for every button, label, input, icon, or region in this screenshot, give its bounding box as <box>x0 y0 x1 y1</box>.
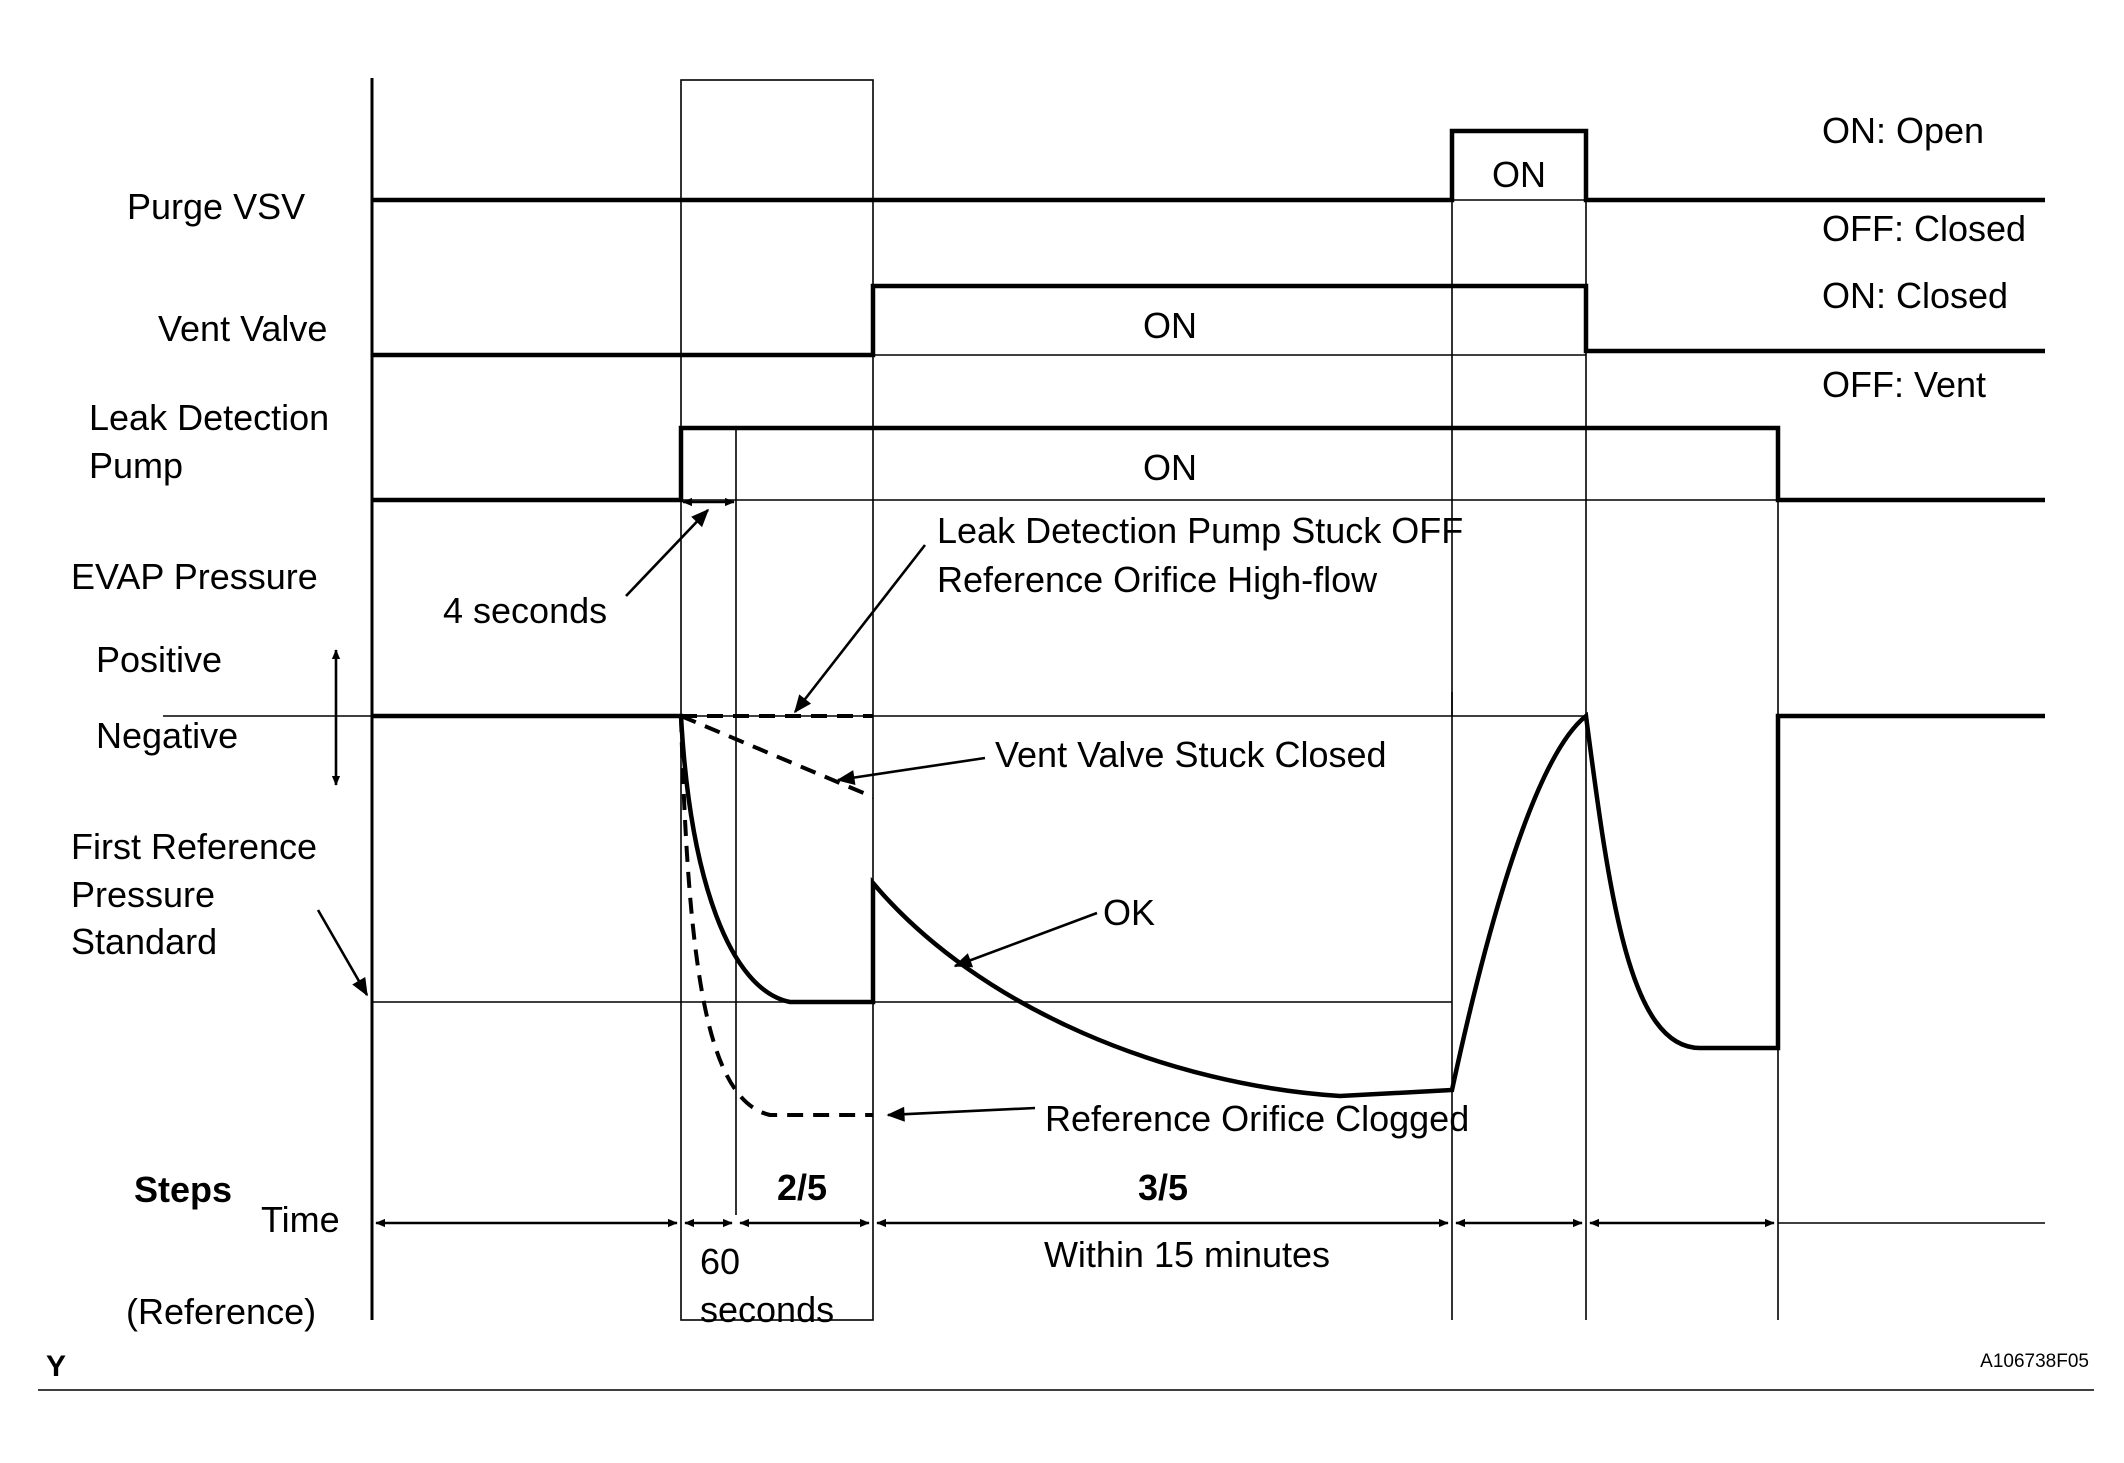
vent-valve-label: Vent Valve <box>158 308 327 349</box>
first-ref-label-line1: First Reference <box>71 826 317 867</box>
step-3-label: 3/5 <box>1138 1167 1188 1208</box>
evap-pressure-label: EVAP Pressure <box>71 556 318 597</box>
evap-pressure-ok-curve <box>372 711 2045 1099</box>
pump-stuck-text-line2: Reference Orifice High-flow <box>937 559 1378 600</box>
pump-on-text: ON <box>1143 447 1197 488</box>
pump-stuck-text-line1: Leak Detection Pump Stuck OFF <box>937 510 1463 551</box>
reference-label: (Reference) <box>126 1291 316 1332</box>
figure-code: A106738F05 <box>1980 1351 2089 1372</box>
negative-label: Negative <box>96 715 238 756</box>
purge-vsv-label: Purge VSV <box>127 186 305 227</box>
ok-text: OK <box>1103 892 1155 933</box>
pump-start-window <box>680 79 874 1321</box>
orifice-clogged-curve <box>679 715 873 1117</box>
orifice-clogged-text: Reference Orifice Clogged <box>1045 1098 1469 1139</box>
purge-vsv-signal <box>372 128 2045 203</box>
leak-pump-label-line2: Pump <box>89 445 183 486</box>
first-ref-label-line2: Pressure <box>71 874 215 915</box>
pump-stuck-leader <box>793 544 927 714</box>
orifice-clogged-leader <box>886 1106 1036 1122</box>
sixty-seconds-line2: seconds <box>700 1289 834 1330</box>
purge-on-meaning: ON: Open <box>1822 110 1984 151</box>
step-2-label: 2/5 <box>777 1167 827 1208</box>
vent-on-text: ON <box>1143 305 1197 346</box>
sixty-seconds-line1: 60 <box>700 1241 740 1282</box>
steps-label: Steps <box>134 1169 232 1210</box>
leak-pump-signal <box>372 425 2045 503</box>
four-seconds-text: 4 seconds <box>443 590 607 631</box>
purge-on-text: ON <box>1492 154 1546 195</box>
vent-stuck-closed-curve <box>680 714 874 799</box>
within-15-minutes: Within 15 minutes <box>1044 1234 1330 1275</box>
purge-off-meaning: OFF: Closed <box>1822 208 2026 249</box>
vent-off-meaning: OFF: Vent <box>1822 364 1986 405</box>
time-label: Time <box>261 1199 340 1240</box>
first-ref-label-line3: Standard <box>71 921 217 962</box>
ok-leader <box>953 911 1098 968</box>
positive-label: Positive <box>96 639 222 680</box>
first-reference-leader <box>316 909 369 997</box>
corner-letter: Y <box>46 1350 66 1383</box>
vent-valve-signal <box>372 283 2045 358</box>
leak-pump-label-line1: Leak Detection <box>89 397 329 438</box>
vent-stuck-text: Vent Valve Stuck Closed <box>995 734 1387 775</box>
four-seconds-leader <box>625 508 710 597</box>
vent-on-meaning: ON: Closed <box>1822 275 2008 316</box>
vent-stuck-leader <box>836 756 986 785</box>
